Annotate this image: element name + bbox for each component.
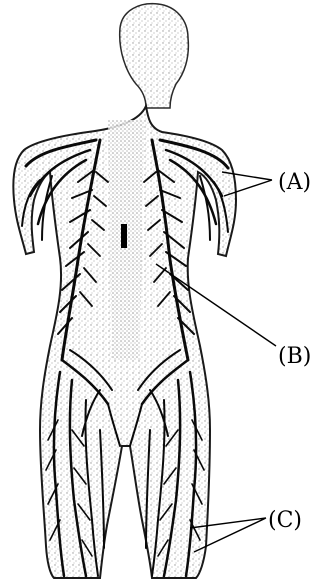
label-b: (B) — [278, 346, 311, 368]
label-a: (A) — [278, 172, 311, 194]
body-silhouette — [13, 4, 236, 578]
spinal-cord-marker — [121, 224, 127, 248]
label-c: (C) — [268, 510, 302, 532]
